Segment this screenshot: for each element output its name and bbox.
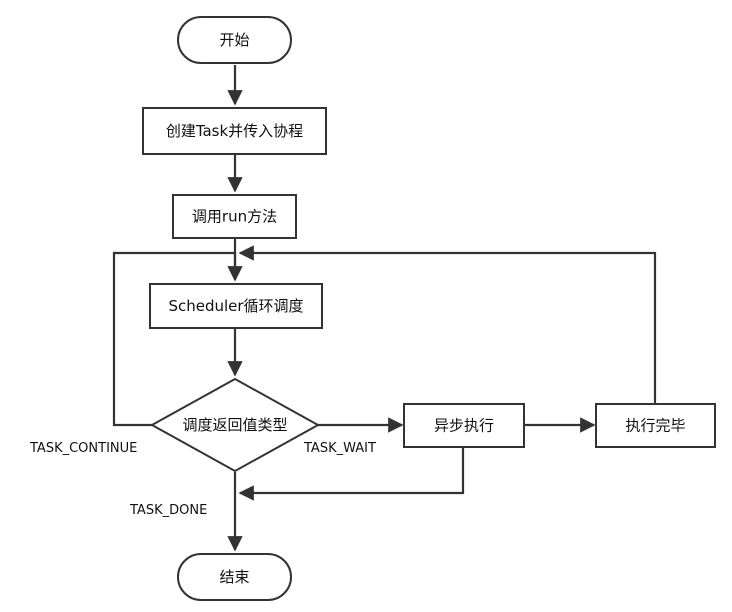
decision-label: 调度返回值类型	[182, 416, 287, 434]
arrow-async-return	[238, 447, 465, 501]
call-run-node: 调用run方法	[172, 194, 297, 239]
connectors	[112, 65, 657, 552]
async-exec-label: 异步执行	[434, 417, 494, 435]
call-run-label: 调用run方法	[192, 208, 277, 226]
decision-node: 调度返回值类型	[149, 377, 321, 473]
arrow-continue-loop	[112, 251, 237, 427]
end-label: 结束	[219, 568, 249, 586]
exec-done-node: 执行完毕	[595, 403, 716, 448]
start-label: 开始	[219, 31, 249, 49]
create-task-node: 创建Task并传入协程	[142, 107, 327, 155]
arrow-done-loop	[238, 245, 657, 404]
task-done-label: TASK_DONE	[129, 503, 207, 518]
exec-done-label: 执行完毕	[625, 417, 685, 435]
scheduler-label: Scheduler循环调度	[168, 297, 303, 315]
start-node: 开始	[177, 16, 292, 64]
end-node: 结束	[177, 553, 292, 601]
async-exec-node: 异步执行	[403, 403, 525, 448]
task-wait-label: TASK_WAIT	[303, 441, 376, 456]
create-task-label: 创建Task并传入协程	[166, 122, 303, 140]
scheduler-node: Scheduler循环调度	[149, 283, 323, 329]
task-continue-label: TASK_CONTINUE	[29, 441, 137, 456]
